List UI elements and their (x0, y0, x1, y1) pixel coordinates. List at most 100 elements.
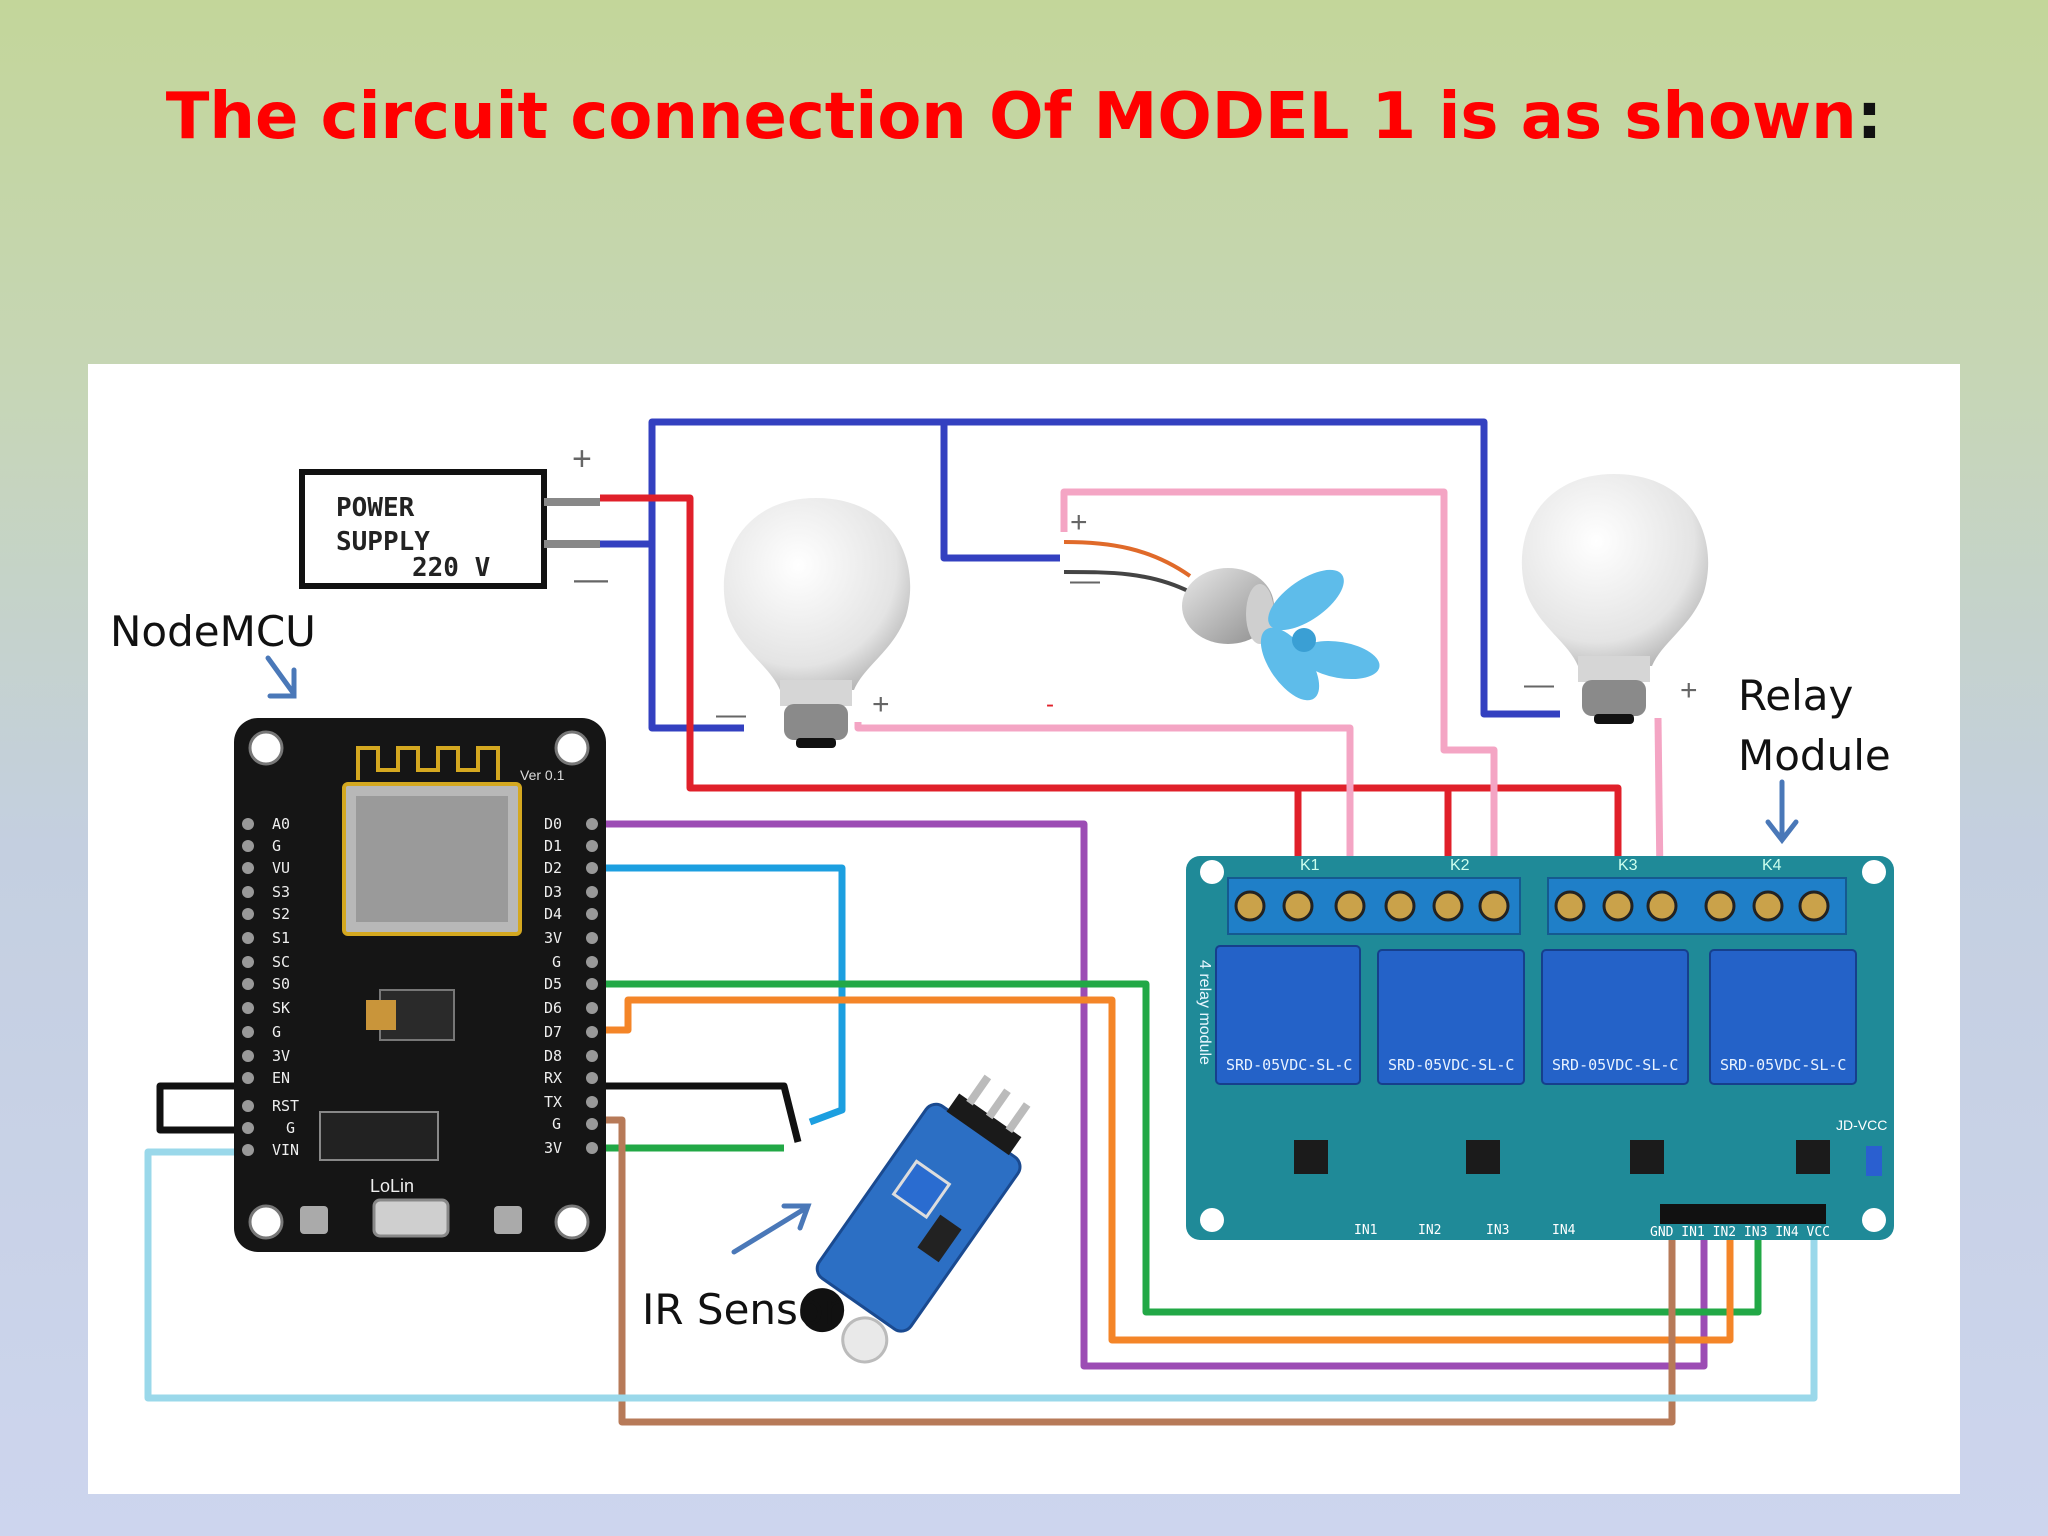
power-supply-label-3: 220 V (412, 553, 490, 583)
relay-channel-label: K3 (1618, 857, 1638, 874)
relay-header-pins: GND IN1 IN2 IN3 IN4 VCC (1650, 1225, 1830, 1240)
relay-part-number: SRD-05VDC-SL-C (1226, 1056, 1352, 1074)
bulb-1-base (784, 704, 848, 740)
annotation-arrows (265, 655, 1799, 1255)
bulb-2-plus: + (1680, 674, 1698, 707)
bulb-2-collar (1578, 656, 1650, 682)
nodemcu-right-pins: D0 D1 D2 D3 D4 3V G D5 D6 D7 D8 RX TX G … (544, 815, 598, 1157)
slide-title: The circuit connection Of MODEL 1 is as … (0, 80, 2048, 154)
relays: SRD-05VDC-SL-C SRD-05VDC-SL-C SRD-05VDC-… (1215, 945, 1857, 1085)
relay-part-number: SRD-05VDC-SL-C (1720, 1056, 1846, 1074)
right-pin-label: D4 (544, 905, 562, 923)
bulb-1-plus: + (872, 688, 890, 721)
bulb-1-collar (780, 680, 852, 706)
relay-module: K1 K2 K3 K4 SRD-05VDC-SL-C SRD-05VDC-SL-… (1186, 856, 1894, 1240)
wire-pink-motor (1060, 488, 1498, 880)
left-pin-label: S3 (272, 883, 290, 901)
wire-purple-d0 (592, 820, 1708, 1370)
left-pin-label: VU (272, 859, 290, 877)
left-pin-label: S1 (272, 929, 290, 947)
arrow-ir-sensor-icon (731, 1203, 812, 1255)
wire-orange-d7 (592, 996, 1734, 1344)
dc-motor-fan: + — - (1046, 506, 1380, 718)
left-pin-label: SK (272, 999, 290, 1017)
right-pin-label: D1 (544, 837, 562, 855)
right-pin-label: 3V (544, 1139, 562, 1157)
relay-module-label-line1: Relay (1738, 671, 1854, 720)
wires (144, 418, 1818, 1426)
relay-side-text: 4 relay module (1196, 960, 1213, 1065)
left-pin-label: S2 (272, 905, 290, 923)
left-pin-label: G (272, 837, 281, 855)
relay-part-number: SRD-05VDC-SL-C (1552, 1056, 1678, 1074)
title-colon: : (1856, 80, 1883, 154)
relay-header-strip (1660, 1204, 1826, 1224)
wire-cyan-d2 (592, 864, 846, 1126)
nodemcu-antenna (356, 746, 500, 780)
motor-plus: + (1070, 506, 1088, 539)
arrow-relay-icon (1765, 779, 1799, 845)
right-pin-label: D0 (544, 815, 562, 833)
wire-blue-motor (940, 422, 1060, 562)
nodemcu-left-pins: A0 G VU S3 S2 S1 SC S0 SK G 3V EN RST G … (242, 815, 299, 1159)
relay-channel-label: K2 (1450, 857, 1470, 874)
arrow-nodemcu-icon (265, 655, 297, 699)
power-plus-sign: + (572, 440, 592, 478)
relay-input-labels: IN1 IN2 IN3 IN4 (1354, 1223, 1576, 1238)
left-pin-label: S0 (272, 975, 290, 993)
nodemcu-board: LoLin Ver 0.1 A0 G VU S3 S2 S1 SC S0 SK … (234, 718, 606, 1252)
power-supply-label-1: POWER (336, 493, 415, 523)
relay-input-label: IN1 (1354, 1223, 1377, 1238)
power-minus-sign: — (574, 560, 608, 598)
right-pin-label: 3V (544, 929, 562, 947)
wire-pink-bulb2 (1654, 717, 1664, 881)
power-supply: POWER SUPPLY 220 V + — (299, 440, 608, 598)
nodemcu-ver-text: Ver 0.1 (520, 767, 565, 783)
bulb-1-glass (723, 498, 911, 690)
bulb-2-minus: — (1524, 668, 1554, 701)
motor-neg-mark: - (1046, 691, 1054, 718)
motor-minus: — (1070, 564, 1100, 597)
left-pin-label: G (272, 1023, 281, 1041)
left-pin-label: 3V (272, 1047, 290, 1065)
wire-brown-gnd (592, 1116, 1676, 1426)
optocouplers (1294, 1140, 1830, 1174)
wire-black-gnd (156, 1082, 802, 1143)
wire-blue-bulb1 (648, 544, 744, 732)
bulb-2: — + (1521, 474, 1709, 724)
left-pin-label: A0 (272, 815, 290, 833)
right-pin-label: D7 (544, 1023, 562, 1041)
nodemcu-board-text: LoLin (370, 1176, 414, 1196)
relay-channel-label: K4 (1762, 857, 1782, 874)
left-pin-label: SC (272, 953, 290, 971)
right-pin-label: TX (544, 1093, 562, 1111)
title-text: The circuit connection Of MODEL 1 is as … (165, 80, 1857, 154)
right-pin-label: RX (544, 1069, 562, 1087)
bulb-1-minus: — (716, 698, 746, 731)
wire-green-d5 (592, 980, 1762, 1316)
ir-sensor (800, 1074, 1031, 1364)
relay-part-number: SRD-05VDC-SL-C (1388, 1056, 1514, 1074)
left-pin-label: EN (272, 1069, 290, 1087)
right-pin-label: D2 (544, 859, 562, 877)
wire-red-common (600, 494, 1622, 880)
relay-terminals (1227, 877, 1847, 935)
ir-sensor-label: IR Sensor (642, 1285, 841, 1334)
relay-channel-label: K1 (1300, 857, 1320, 874)
power-supply-label-2: SUPPLY (336, 527, 430, 557)
wire-lightblue-vin (144, 1148, 1818, 1402)
bulb-2-base (1582, 680, 1646, 716)
bulb-1: — + (716, 498, 911, 748)
left-pin-label: VIN (272, 1141, 299, 1159)
fan-propeller (1260, 569, 1380, 701)
relay-input-label: IN4 (1552, 1223, 1576, 1238)
wire-blue-main (600, 418, 1560, 718)
right-pin-label: G (552, 953, 561, 971)
relay-jd-vcc: JD-VCC (1836, 1117, 1887, 1133)
nodemcu-label: NodeMCU (110, 607, 316, 656)
bulb-2-glass (1521, 474, 1709, 666)
left-pin-label: G (286, 1119, 295, 1137)
right-pin-label: D6 (544, 999, 562, 1017)
relay-input-label: IN2 (1418, 1223, 1441, 1238)
